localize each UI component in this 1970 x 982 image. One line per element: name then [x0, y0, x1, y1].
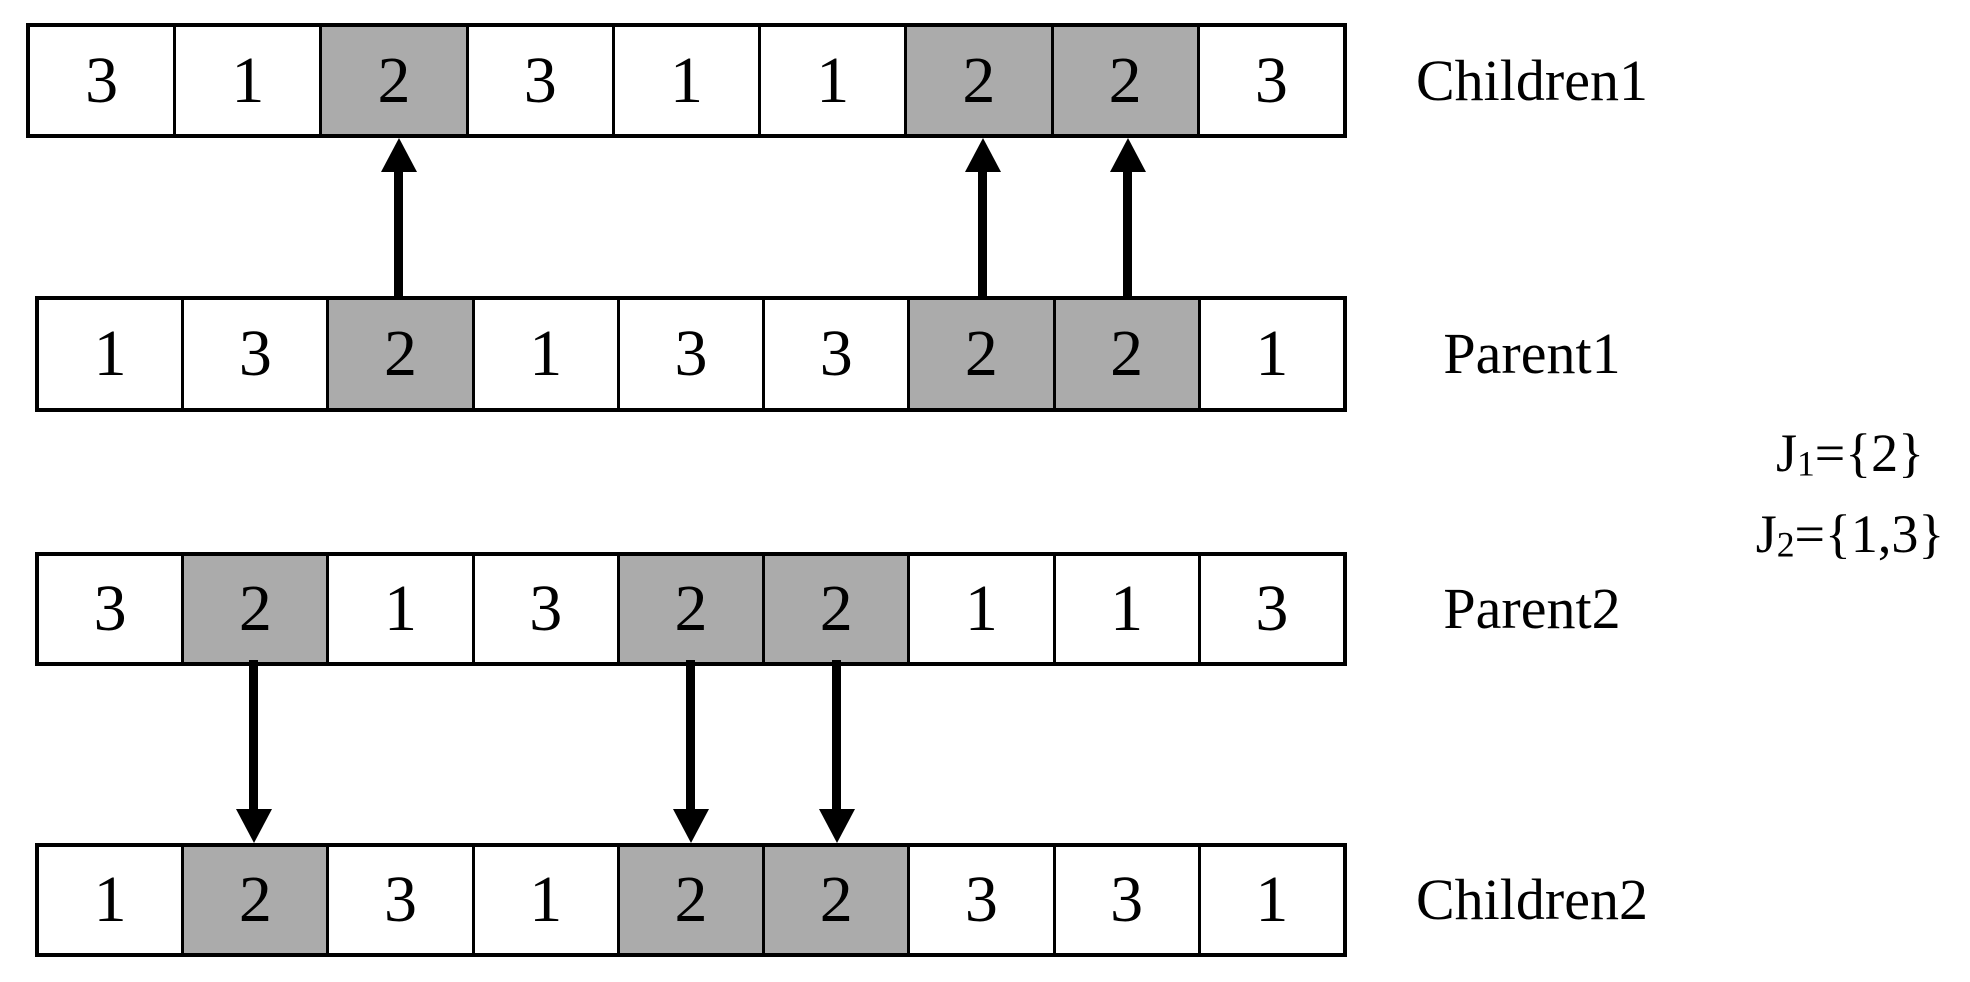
parent1-label: Parent1	[1443, 321, 1621, 387]
parent2-cell-7: 1	[907, 556, 1053, 662]
parent2-cell-2: 2	[181, 556, 327, 662]
parent1-cell-5: 3	[616, 300, 763, 408]
children1-cell-9: 3	[1196, 27, 1343, 134]
children1-cell-6: 1	[758, 27, 905, 134]
parent2-cell-3: 1	[326, 556, 472, 662]
children2-cell-2: 2	[181, 847, 327, 953]
job-set-annotations: J1={2} J2={1,3}	[1680, 418, 1970, 581]
parent1-cell-6: 3	[762, 300, 908, 408]
parent1-cell-9: 1	[1197, 300, 1343, 408]
children2-cell-5: 2	[616, 847, 763, 953]
arrow-down-head-icon	[673, 809, 709, 843]
children1-cell-4: 3	[465, 27, 612, 134]
crossover-arrow-down	[236, 660, 272, 843]
crossover-arrow-down	[673, 660, 709, 843]
parent2-cell-9: 3	[1197, 556, 1343, 662]
parent1-cell-8: 2	[1052, 300, 1198, 408]
parent2-cell-8: 1	[1052, 556, 1198, 662]
parent1-cell-2: 3	[181, 300, 327, 408]
children1-cell-8: 2	[1050, 27, 1197, 134]
j1-subscript: 1	[1796, 443, 1815, 484]
parent1-cell-4: 1	[471, 300, 617, 408]
children2-cell-9: 1	[1197, 847, 1343, 953]
parent1-cell-1: 1	[39, 300, 182, 408]
j2-annotation: J2={1,3}	[1755, 504, 1945, 565]
parent2-label: Parent2	[1443, 576, 1621, 642]
j1-annotation: J1={2}	[1775, 423, 1925, 484]
children2-cell-7: 3	[907, 847, 1053, 953]
crossover-arrow-down	[819, 660, 855, 843]
arrow-up-head-icon	[381, 138, 417, 172]
parent2-cell-4: 3	[471, 556, 617, 662]
arrow-down-head-icon	[236, 809, 272, 843]
children2-cell-6: 2	[762, 847, 908, 953]
children2-cell-1: 1	[39, 847, 182, 953]
children2-cell-4: 1	[471, 847, 617, 953]
children1-cell-2: 1	[173, 27, 320, 134]
crossover-arrow-up	[1110, 138, 1146, 296]
children2-cell-8: 3	[1052, 847, 1198, 953]
parent1-cell-7: 2	[907, 300, 1053, 408]
children2-label: Children2	[1416, 867, 1648, 933]
children1-cell-5: 1	[611, 27, 759, 134]
children2-cell-3: 3	[326, 847, 472, 953]
crossover-arrow-up	[381, 138, 417, 296]
parent1-cell-3: 2	[326, 300, 472, 408]
children1-cell-7: 2	[904, 27, 1051, 134]
arrow-up-head-icon	[965, 138, 1001, 172]
children1-cell-1: 3	[30, 27, 174, 134]
j2-subscript: 2	[1776, 524, 1795, 565]
children1-label: Children1	[1416, 47, 1648, 113]
parent2-cell-6: 2	[762, 556, 908, 662]
parent2-cell-1: 3	[39, 556, 182, 662]
arrow-up-head-icon	[1110, 138, 1146, 172]
parent2-cell-5: 2	[616, 556, 763, 662]
arrow-down-head-icon	[819, 809, 855, 843]
children1-cell-3: 2	[319, 27, 466, 134]
crossover-arrow-up	[965, 138, 1001, 296]
